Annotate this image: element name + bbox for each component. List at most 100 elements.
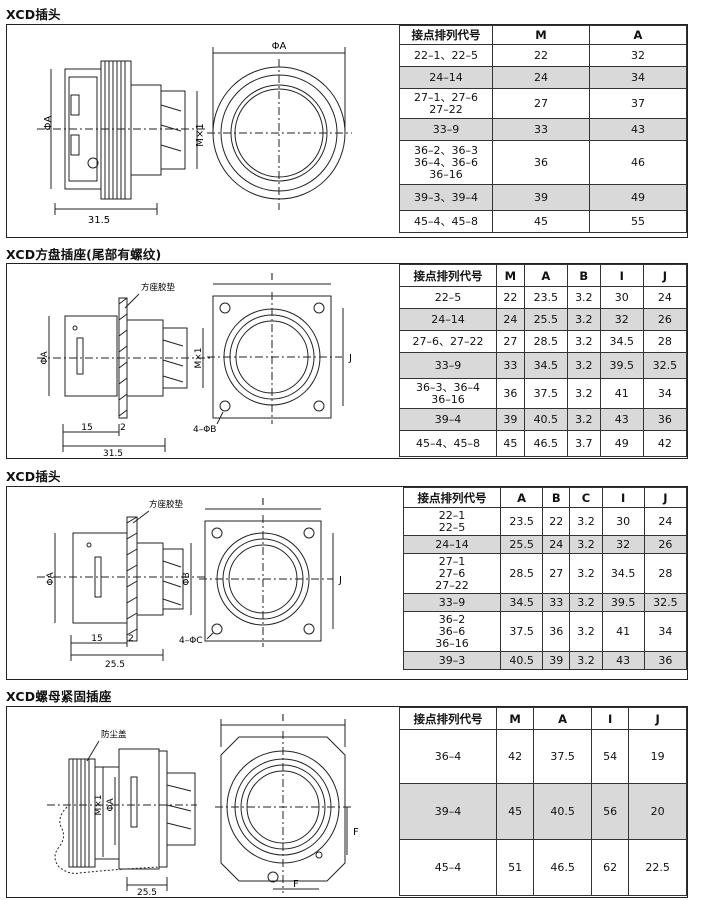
cell: 37.5 [499,611,544,652]
dim-4-phi-c: 4–ΦC [179,636,203,646]
col-header: I [590,707,630,730]
cell: 41 [601,611,645,652]
col-header: 接点排列代号 [403,487,501,508]
dim-thread: M×1 [195,123,206,146]
cell: 45 [496,430,525,457]
col-header: 接点排列代号 [399,707,497,730]
cell: 36 [643,651,688,670]
section-panel-4: 防尘盖 M×1 ΦA 25.5 I F F 接点排列代号 M A I J 36–… [6,706,688,898]
dim-15: 15 [81,423,92,433]
cell: 34.5 [499,593,544,612]
cell: 39.5 [601,593,645,612]
col-header: J [642,264,688,287]
dim-phi-a-side: ΦA [43,115,54,130]
cell: 3.2 [566,352,601,379]
cell: 3.7 [566,430,601,457]
cell: 22–5 [399,286,497,309]
receptacle-drawing-4: 防尘盖 M×1 ΦA 25.5 I F F [47,713,359,897]
dim-15: 15 [91,634,102,644]
cell: 37.5 [523,378,568,409]
col-header: A [533,707,592,730]
cell: 27–1 27–6 27–22 [403,553,501,594]
col-header: B [542,487,571,508]
receptacle-drawing-2: 方座胶垫 ΦA M×1 15 2 31.5 I J 4–ΦB [37,272,352,458]
cell: 36–4 [399,729,497,784]
cell: 27–1、27–6 27–22 [399,88,493,119]
cell: 27–6、27–22 [399,330,497,353]
section-title-1: XCD插头 [6,7,61,22]
cell: 40.5 [523,408,568,431]
cell: 49 [589,184,687,211]
cell: 33 [496,352,525,379]
cell: 34.5 [599,330,644,353]
cell: 22–1 22–5 [403,507,501,536]
cell: 3.2 [569,611,603,652]
col-header: M [496,264,525,287]
cell: 30 [601,507,645,536]
cell: 45–4、45–8 [399,430,497,457]
cell: 32 [599,308,644,331]
col-header: I [599,264,644,287]
dim-phi-a: ΦA [46,572,56,586]
cell: 20 [628,783,687,840]
col-header: 接点排列代号 [399,264,497,287]
cell: 40.5 [499,651,544,670]
col-header: J [628,707,687,730]
cell: 46.5 [523,430,568,457]
cell: 49 [599,430,644,457]
dim-thread: M×1 [194,347,204,368]
cell: 28.5 [499,553,544,594]
dim-phi-a: ΦA [40,351,50,365]
cell: 28 [642,330,688,353]
cell: 45–4 [399,839,497,896]
cell: 24–14 [399,66,493,89]
cell: 54 [590,729,630,784]
cell: 22 [542,507,571,536]
cell: 28 [643,553,688,594]
col-header: I [601,487,645,508]
cell: 43 [599,408,644,431]
cell: 39–3 [403,651,501,670]
cell: 28.5 [523,330,568,353]
dim-length: 31.5 [88,215,110,226]
cell: 27 [542,553,571,594]
cell: 3.2 [569,535,603,554]
cell: 36 [542,611,571,652]
col-header: 接点排列代号 [399,25,493,45]
cell: 42 [642,430,688,457]
cell: 24 [542,535,571,554]
cell: 39–4 [399,408,497,431]
cell: 46 [589,140,687,185]
section-title-3: XCD插头 [6,469,61,484]
dim-2: 2 [120,423,126,433]
gasket-label: 方座胶垫 [141,282,176,293]
plug-drawing-1: ΦA M×1 31.5 ΦA [37,41,352,226]
dim-25-5: 25.5 [105,660,125,670]
dust-cap-label: 防尘盖 [101,729,127,740]
dim-phi-a: ΦA [106,798,116,812]
cell: 56 [590,783,630,840]
dim-f-horizontal: F [293,879,299,890]
dim-thread: M×1 [94,794,104,815]
cell: 23.5 [523,286,568,309]
cell: 3.2 [566,308,601,331]
cell: 24 [643,507,688,536]
cell: 3.2 [566,378,601,409]
